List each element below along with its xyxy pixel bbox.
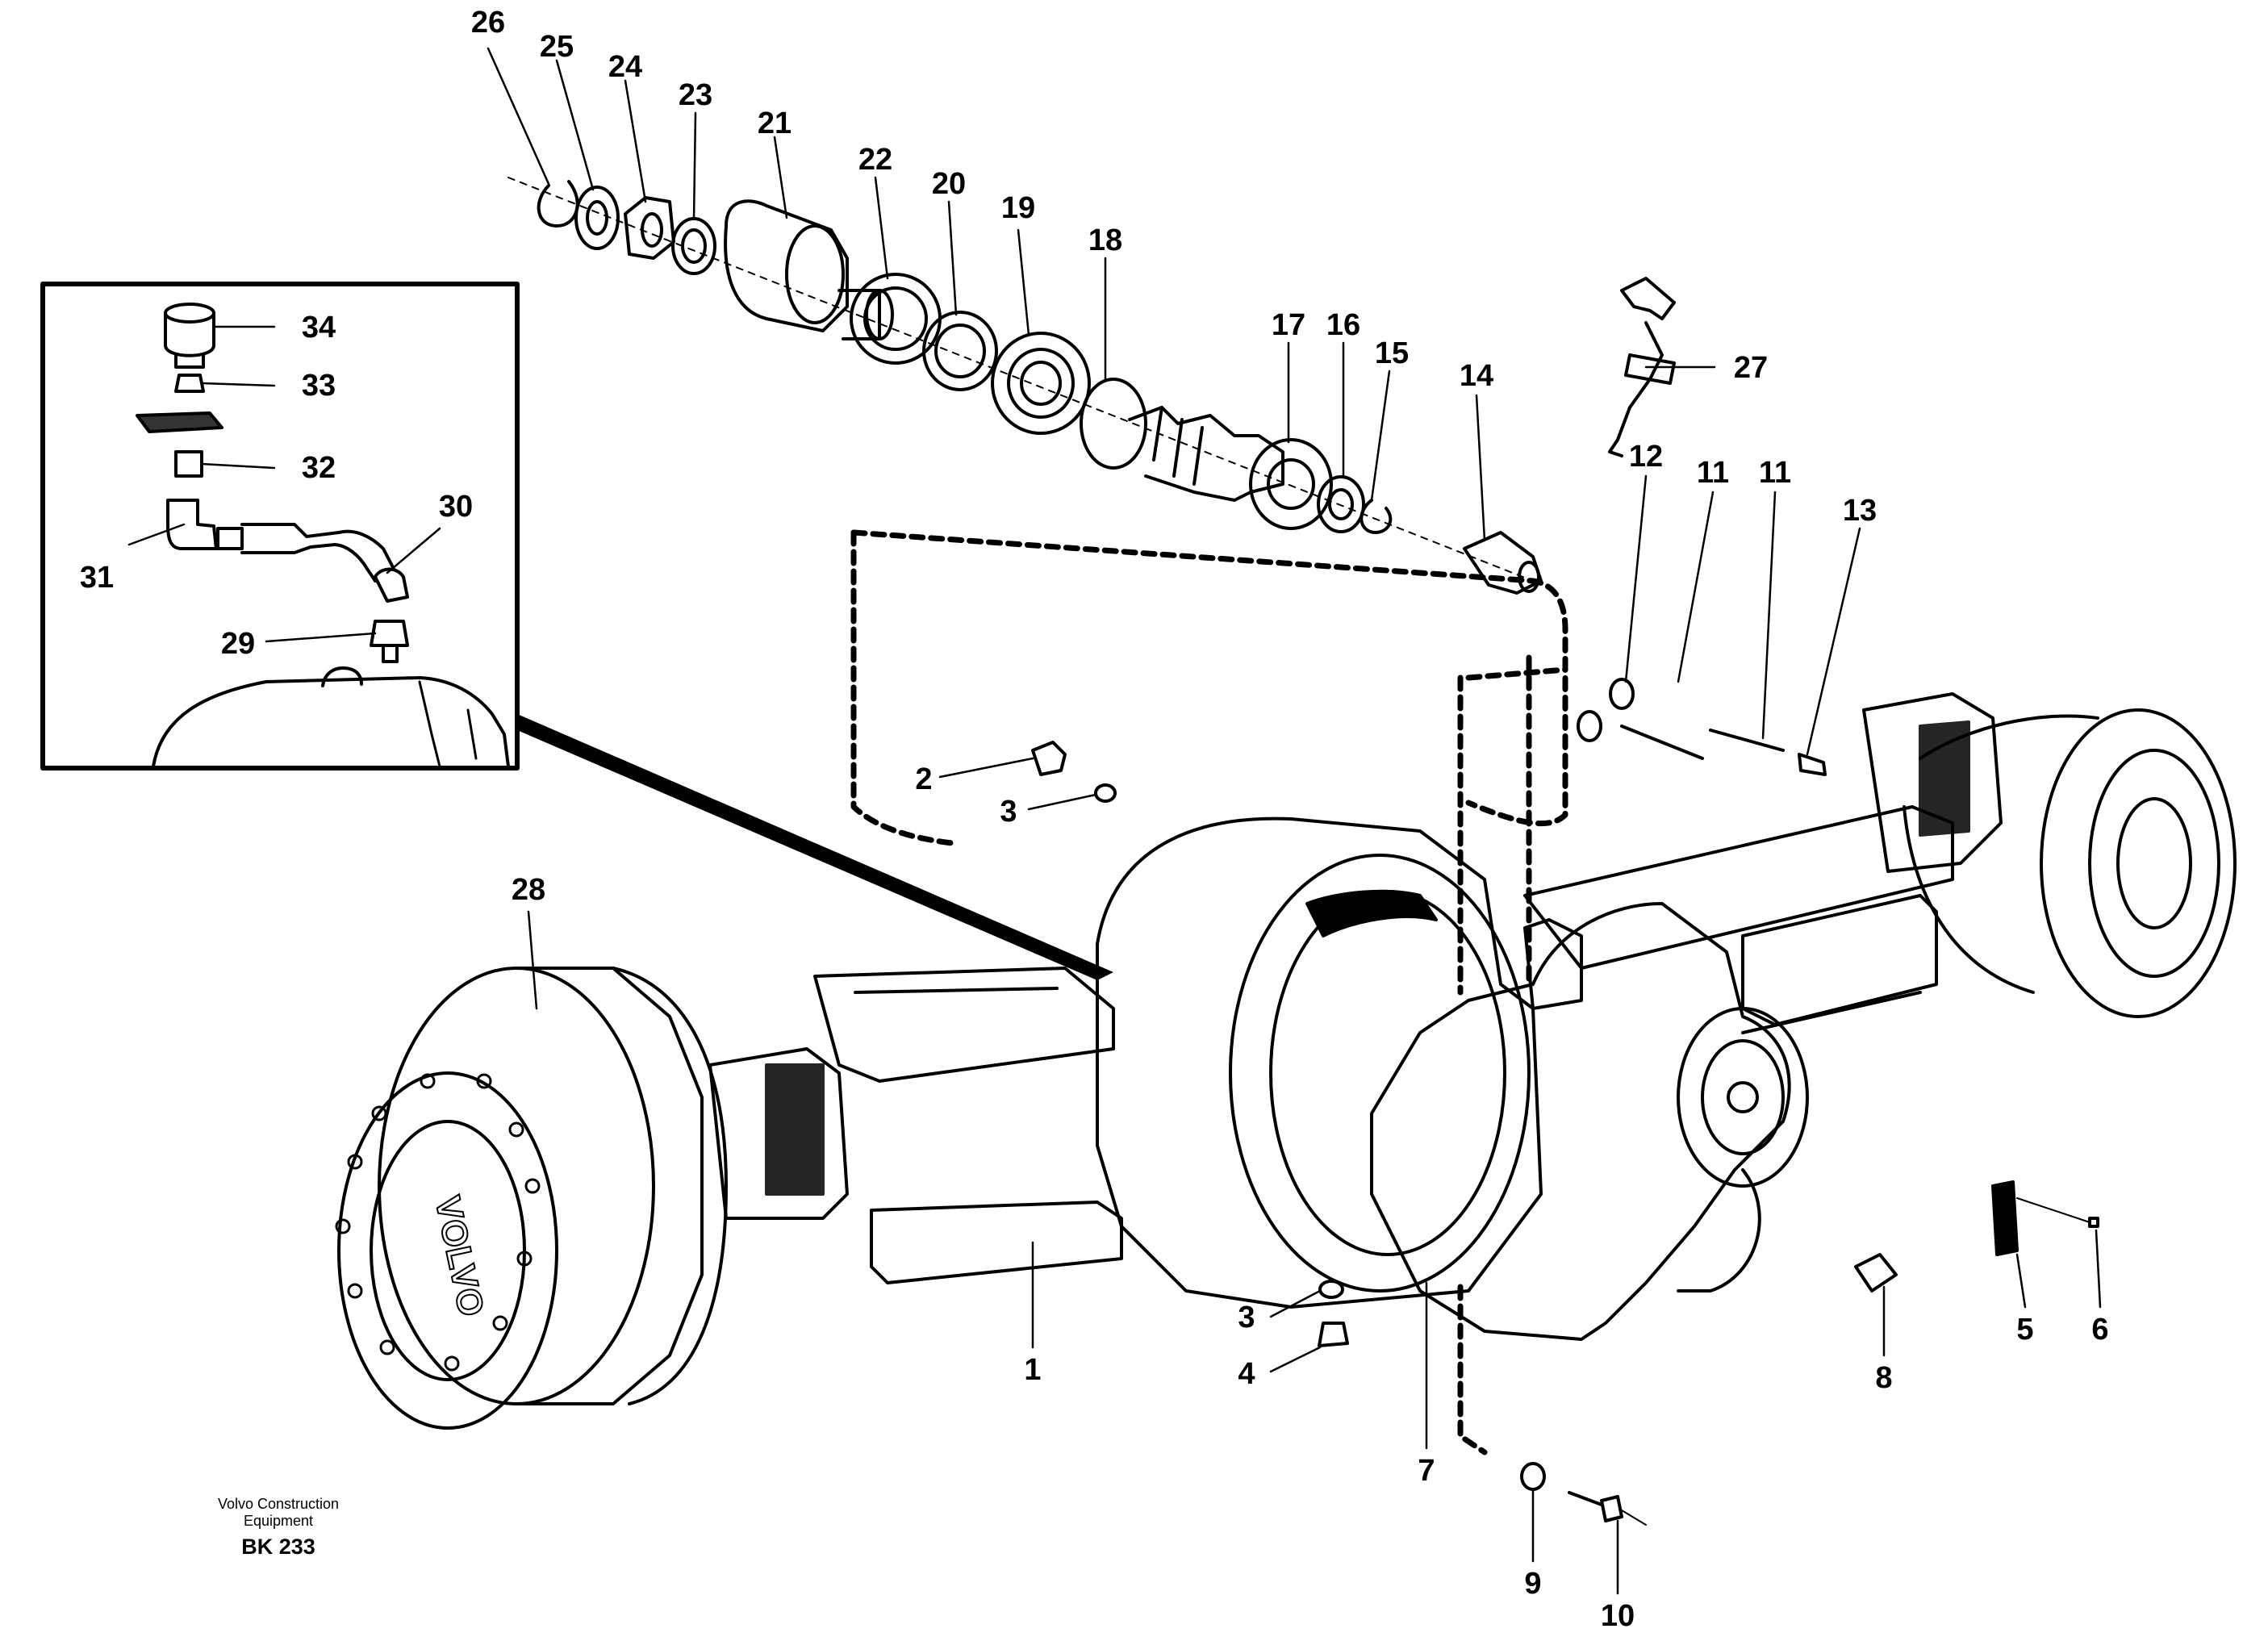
- callout-6: 6: [2091, 1313, 2108, 1347]
- callout-1: 1: [1024, 1353, 1041, 1387]
- axle-housing: [813, 805, 1954, 1341]
- callout-33: 33: [302, 369, 336, 403]
- seal-3-bottom-part: [1318, 1280, 1344, 1299]
- credit-line-2: Equipment: [243, 1513, 314, 1529]
- callout-16: 16: [1326, 308, 1360, 342]
- plate-5-part: [1991, 1180, 2019, 1256]
- callout-2: 2: [915, 762, 932, 796]
- rivet-6-part: [2088, 1217, 2099, 1228]
- left-wheel-hub: [335, 967, 849, 1430]
- callout-20: 20: [932, 167, 966, 201]
- callout-15: 15: [1375, 336, 1409, 370]
- elbow-31-part: [166, 499, 218, 550]
- callout-32: 32: [302, 451, 336, 485]
- callout-17: 17: [1272, 308, 1305, 342]
- callout-3b: 3: [1238, 1301, 1255, 1334]
- right-wheel-hub: [1862, 692, 2237, 1018]
- bolt-10-part: [1568, 1491, 1603, 1506]
- callout-5: 5: [2016, 1313, 2033, 1347]
- callout-21: 21: [758, 106, 792, 140]
- callout-18: 18: [1088, 223, 1122, 257]
- plate-part: [136, 411, 223, 433]
- callout-25: 25: [540, 30, 574, 64]
- callout-7: 7: [1418, 1454, 1435, 1488]
- dashed-brackets: [850, 529, 1568, 1455]
- nipple-32-part: [174, 450, 203, 478]
- figure-code: BK 233: [241, 1535, 315, 1559]
- callout-12: 12: [1629, 440, 1663, 474]
- nut-33-part: [174, 374, 205, 393]
- hose-30-part: [240, 523, 395, 570]
- callout-10: 10: [1601, 1599, 1635, 1633]
- breather-27-part: [1608, 277, 1676, 457]
- callout-24: 24: [608, 50, 642, 84]
- leader-lines: [127, 47, 2102, 1595]
- breather-cap-part: [164, 303, 215, 369]
- hub-brand-mark: VOLVO: [428, 1192, 491, 1320]
- plug-4-part: [1318, 1322, 1349, 1347]
- callout-13: 13: [1843, 494, 1877, 528]
- callout-22: 22: [858, 143, 892, 177]
- callout-28: 28: [512, 873, 545, 907]
- studs-11-12-13: [1577, 678, 1827, 776]
- callout-4: 4: [1238, 1357, 1255, 1391]
- sleeve-8-part: [1854, 1253, 1898, 1292]
- callout-26: 26: [471, 6, 505, 40]
- callout-19: 19: [1001, 191, 1035, 225]
- seal-3-top-part: [1094, 783, 1117, 803]
- callout-9: 9: [1524, 1567, 1541, 1601]
- callout-29: 29: [221, 627, 255, 661]
- callout-14: 14: [1460, 359, 1493, 393]
- callout-11a: 11: [1697, 456, 1729, 490]
- callout-11b: 11: [1759, 456, 1791, 490]
- pinion-exploded-line: [507, 177, 1543, 595]
- callout-31: 31: [80, 561, 114, 595]
- washer-9-part: [1520, 1462, 1546, 1491]
- callout-3a: 3: [1000, 795, 1017, 829]
- inset-pointer: [517, 714, 1113, 980]
- plug-2-part: [1031, 741, 1067, 776]
- callout-23: 23: [679, 78, 712, 112]
- credit-line-1: Volvo Construction: [217, 1496, 340, 1512]
- figure-credit: Volvo Construction Equipment BK 233: [186, 1496, 371, 1560]
- callout-8: 8: [1875, 1361, 1892, 1395]
- callout-30: 30: [439, 490, 473, 524]
- callout-34: 34: [302, 311, 336, 345]
- inset-detail-box: [40, 282, 520, 770]
- fitting-29-part: [370, 620, 409, 647]
- callout-27: 27: [1734, 351, 1768, 385]
- callout-labels: 26 25 24 23 21 22 20 19 18 17 16 15 14 2…: [80, 6, 2109, 1633]
